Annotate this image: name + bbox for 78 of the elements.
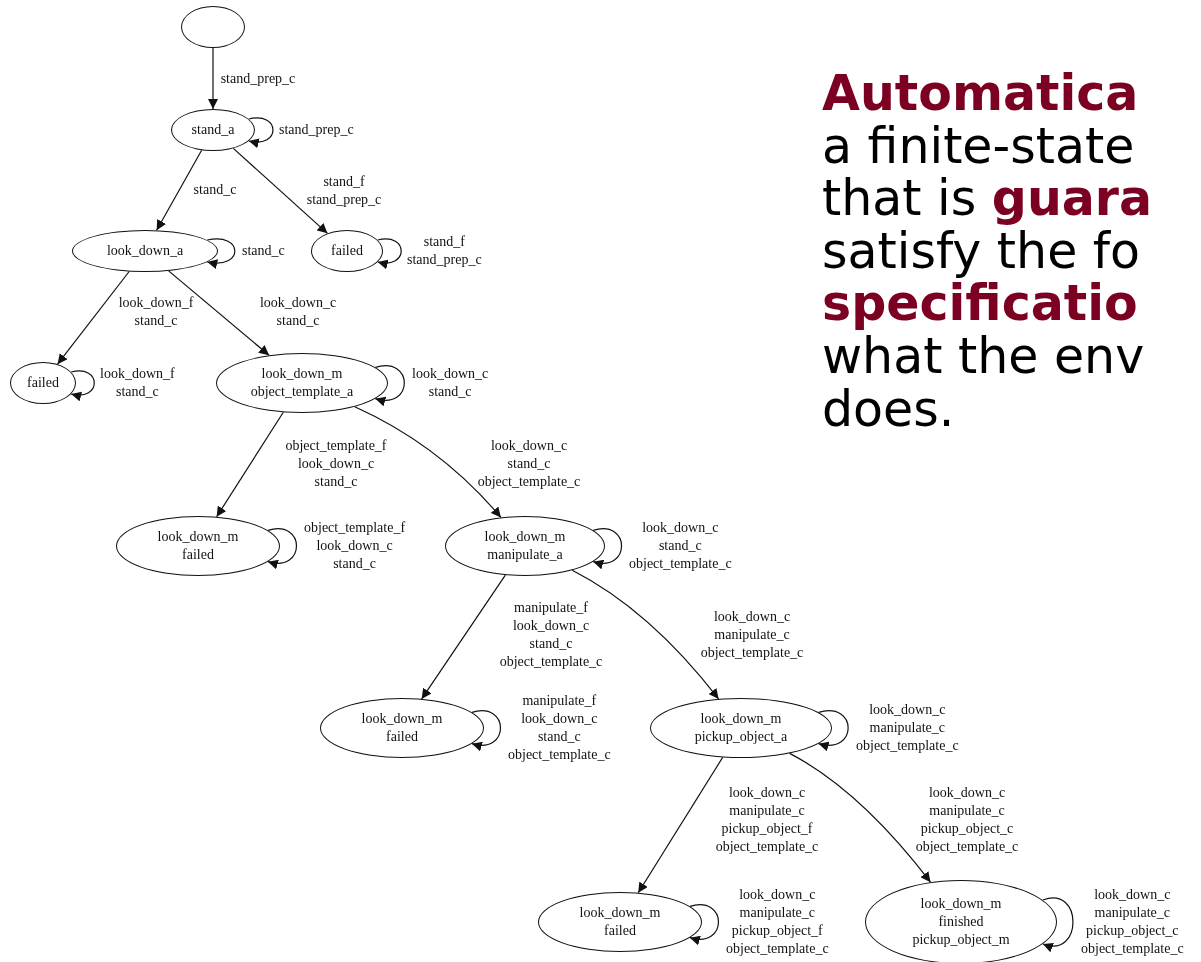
self-loop-arrow [248, 117, 274, 148]
transition-arrow [208, 47, 218, 110]
self-loop-arrow [70, 370, 95, 401]
state-label: failed [182, 546, 214, 564]
state-ellipse [320, 698, 484, 758]
edge-label: look_down_c stand_c [412, 365, 489, 401]
state-ellipse [311, 230, 383, 272]
edge-label: stand_c [242, 242, 285, 260]
transition-arrow [168, 270, 270, 356]
edge-label: look_down_c stand_c object_template_c [477, 437, 581, 491]
edge-label: look_down_c manipulate_c object_template_c [700, 608, 804, 662]
edge-label: look_down_c stand_c object_template_c [629, 519, 732, 573]
edge-label: manipulate_f look_down_c stand_c object_template_c [499, 599, 603, 671]
edge-label: look_down_c stand_c [259, 294, 337, 330]
state-label: failed [27, 374, 59, 392]
edge-label: look_down_c manipulate_c pickup_object_c object_template_c [1081, 886, 1184, 958]
slide-text: does. [822, 383, 955, 436]
state-label: look_down_m [157, 528, 239, 546]
state-label: object_template_a [250, 383, 354, 401]
state-ellipse [10, 362, 76, 404]
slide-text: what the env [822, 331, 1145, 383]
edge-label: look_down_c manipulate_c pickup_object_c object_template_c [915, 784, 1019, 856]
transition-arrow [216, 411, 284, 518]
edge-label: stand_prep_c [279, 121, 354, 139]
state-label: look_down_m [361, 710, 443, 728]
edge-label: look_down_c manipulate_c object_template_c [856, 701, 959, 755]
edge-label: look_down_c manipulate_c pickup_object_f object_template_c [726, 886, 829, 958]
edge-label: look_down_c manipulate_c pickup_object_f object_template_c [715, 784, 819, 856]
transition-arrow [354, 406, 502, 518]
self-loop-arrow [1042, 897, 1074, 952]
state-ellipse [171, 109, 255, 151]
slide-text: satisfy the fo [822, 225, 1141, 278]
transition-arrow [571, 569, 720, 700]
self-loop-arrow [374, 365, 405, 406]
transition-arrow [232, 147, 329, 234]
state-label: failed [604, 922, 636, 940]
edge-label: object_template_f look_down_c stand_c [304, 519, 406, 573]
state-label: stand_a [191, 121, 235, 139]
state-label: look_down_m [261, 365, 343, 383]
slide-text: specificatio [822, 278, 1138, 331]
state-label: pickup_object_a [694, 728, 788, 746]
self-loop-arrow [267, 528, 298, 569]
edge-label: stand_f stand_prep_c [306, 173, 382, 209]
state-label: finished [938, 913, 984, 931]
state-label: look_down_m [920, 895, 1002, 913]
state-label: failed [331, 242, 363, 260]
transition-arrow [421, 574, 506, 700]
state-label: look_down_m [700, 710, 782, 728]
self-loop-arrow [818, 710, 849, 751]
state-label: look_down_m [579, 904, 661, 922]
transition-arrow [637, 756, 724, 894]
state-label: look_down_m [484, 528, 566, 546]
state-label: pickup_object_m [912, 931, 1010, 949]
state-label: manipulate_a [487, 546, 563, 564]
self-loop-arrow [206, 238, 236, 269]
self-loop-arrow [689, 904, 720, 945]
edge-label: stand_f stand_prep_c [407, 233, 482, 269]
state-ellipse [445, 516, 605, 576]
edge-label: look_down_f stand_c [118, 294, 194, 330]
transition-arrow [789, 752, 932, 883]
state-ellipse [72, 230, 218, 272]
state-ellipse [116, 516, 280, 576]
edge-label: object_template_f look_down_c stand_c [285, 437, 387, 491]
transition-arrow [56, 270, 130, 365]
transition-arrow [156, 149, 203, 231]
state-label: look_down_a [106, 242, 184, 260]
slide-text: Automatica [822, 68, 1139, 120]
self-loop-arrow [377, 238, 402, 269]
state-label: failed [386, 728, 418, 746]
state-ellipse [538, 892, 702, 952]
self-loop-arrow [592, 528, 623, 569]
edge-label: look_down_f stand_c [100, 365, 175, 401]
self-loop-arrow [471, 710, 502, 751]
slide-text: that is guara [822, 173, 1153, 226]
edge-label: stand_prep_c [220, 70, 296, 88]
edge-label: manipulate_f look_down_c stand_c object_template_c [508, 692, 611, 764]
edge-label: stand_c [193, 181, 237, 199]
slide-text: a finite-state [822, 120, 1135, 173]
